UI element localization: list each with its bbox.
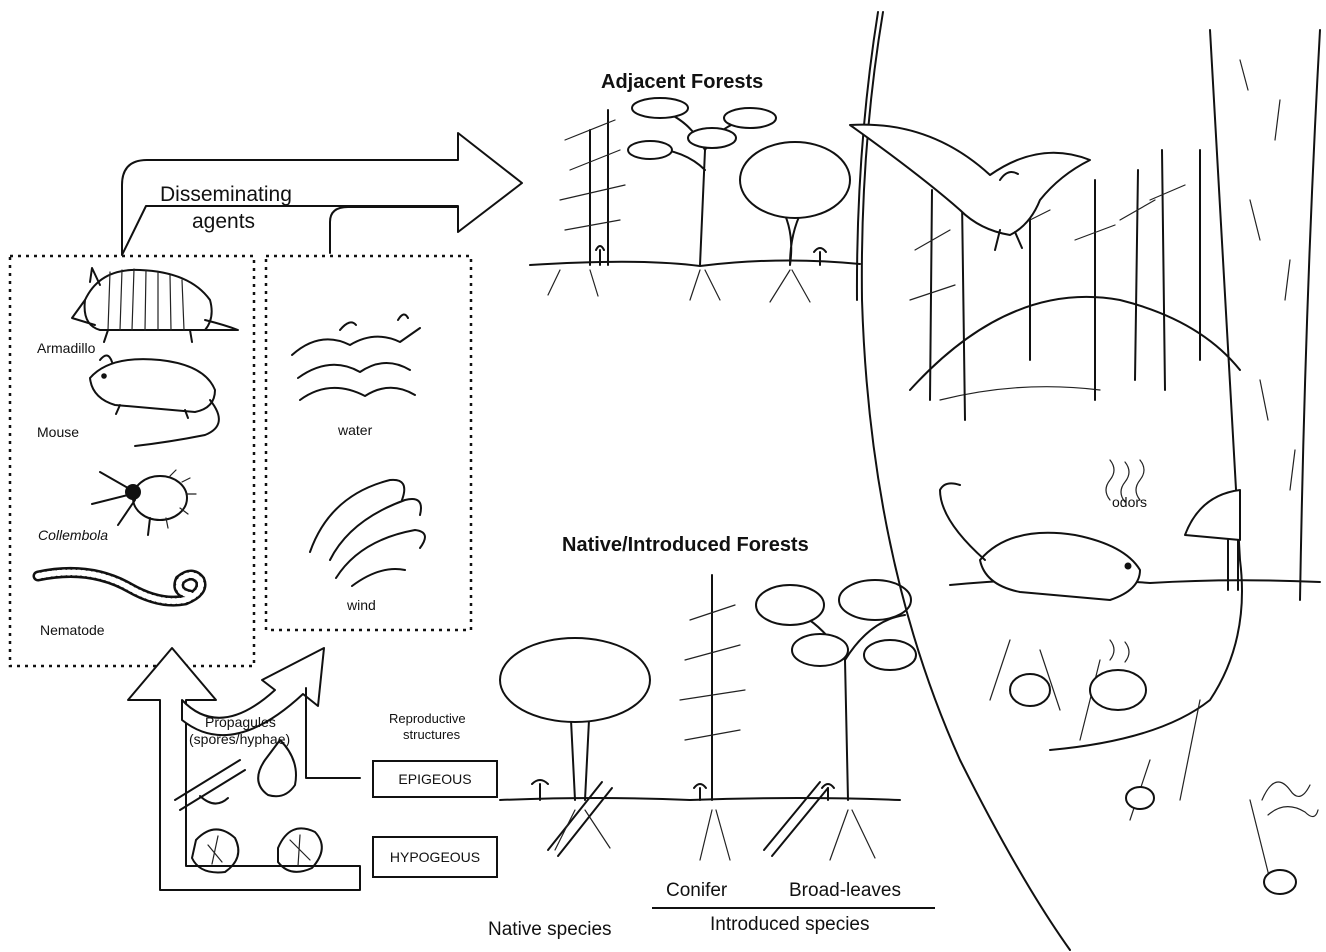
armadillo-label: Armadillo (37, 340, 95, 356)
conifer-label: Conifer (666, 880, 727, 902)
structures-label: structures (403, 727, 460, 742)
arrow-abiotic-to-forests (330, 207, 458, 253)
disseminating-label: Disseminating (160, 183, 292, 207)
soil-scene (950, 579, 1320, 880)
native-species-label: Native species (488, 919, 612, 941)
armadillo-icon (72, 268, 238, 342)
propagules-label: Propagules (205, 714, 276, 730)
nematode-icon (38, 572, 201, 601)
title-native-introduced-forests: Native/Introduced Forests (562, 534, 809, 557)
eagle-icon (850, 125, 1090, 250)
propagules-icon (175, 740, 322, 872)
scene-mushroom-icon (1185, 490, 1240, 590)
collembola-label: Collembola (38, 527, 108, 543)
abiotic-agents-box (266, 256, 471, 630)
return-arrow (128, 648, 360, 890)
adjacent-forest-illustration (530, 98, 860, 302)
wind-label: wind (347, 597, 376, 613)
broad-leaves-label: Broad-leaves (789, 880, 901, 902)
hypogeous-box: HYPOGEOUS (372, 836, 498, 878)
truffles-icon (1010, 670, 1296, 894)
water-icon (292, 314, 420, 400)
agents-label: agents (192, 210, 255, 234)
artist-signature (1262, 782, 1318, 817)
title-adjacent-forests: Adjacent Forests (601, 71, 763, 94)
nematode-label: Nematode (40, 622, 105, 638)
reproductive-label: Reproductive (389, 711, 466, 726)
mouse-icon (90, 355, 219, 446)
wind-icon (310, 480, 425, 586)
mouse-label: Mouse (37, 424, 79, 440)
large-tree-trunk (1050, 30, 1320, 750)
odors-label: odors (1112, 494, 1147, 510)
native-introduced-forest-illustration (500, 575, 916, 860)
epigeous-box: EPIGEOUS (372, 760, 498, 798)
water-label: water (338, 422, 372, 438)
propagules-sub-label: (spores/hyphae) (189, 731, 290, 747)
collembola-icon (92, 470, 196, 535)
introduced-species-label: Introduced species (710, 914, 870, 936)
